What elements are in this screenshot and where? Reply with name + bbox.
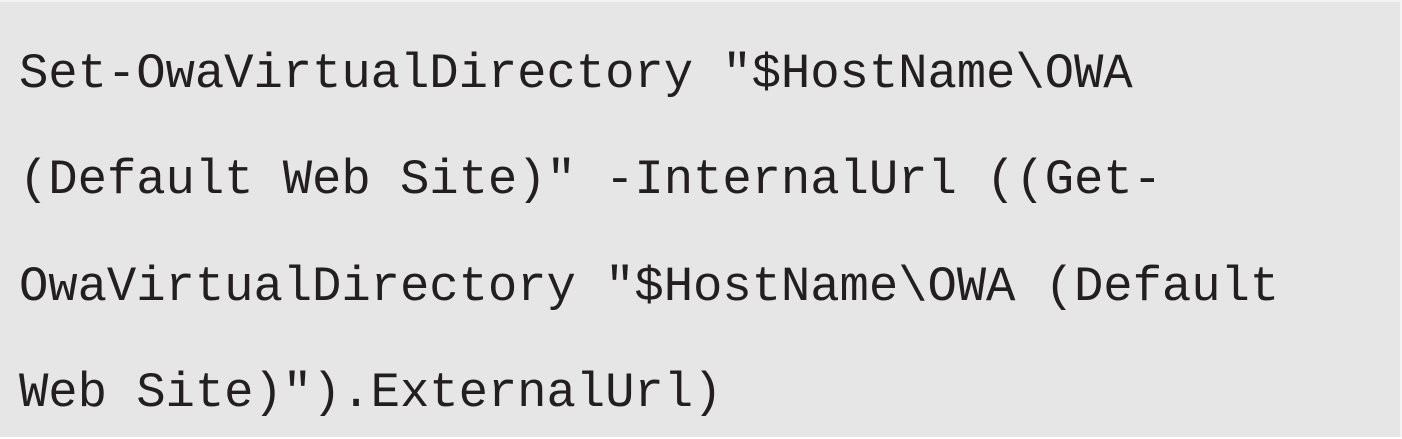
code-line-2: (Default Web Site)" -InternalUrl ((Get- bbox=[19, 152, 1162, 208]
code-line-3: OwaVirtualDirectory "$HostName\OWA (Defa… bbox=[19, 259, 1280, 315]
code-line-4: Web Site)").ExternalUrl) bbox=[19, 365, 723, 421]
code-line-1: Set-OwaVirtualDirectory "$HostName\OWA bbox=[19, 46, 1133, 102]
